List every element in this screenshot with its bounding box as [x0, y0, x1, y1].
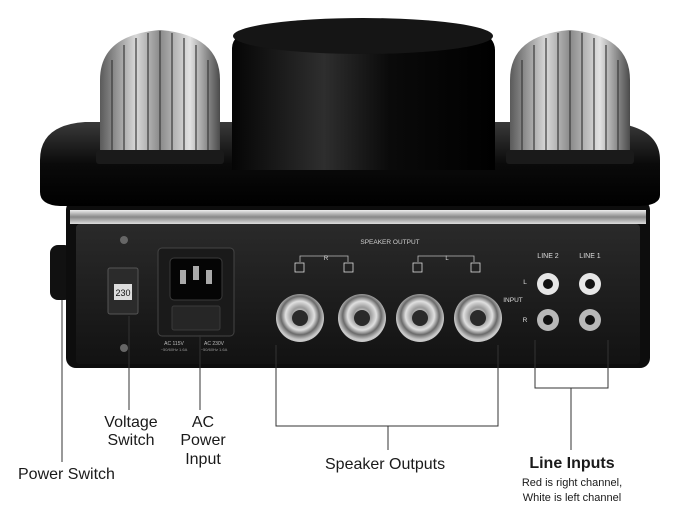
line1-label: LINE 1: [579, 253, 601, 260]
line-inputs-label: Line Inputs: [512, 455, 632, 473]
speaker-outputs-label: Speaker Outputs: [325, 456, 445, 474]
screw: [120, 236, 128, 244]
voltage-switch-label-line2: Switch: [96, 432, 166, 450]
voltage-switch: 230: [108, 268, 138, 314]
input-right-label: R: [523, 317, 528, 324]
right-tube: [506, 30, 634, 164]
voltage-switch-label-line1: Voltage: [96, 414, 166, 432]
ac-power-callout: AC Power Input: [168, 414, 238, 469]
left-tube: [96, 30, 224, 164]
ac-power-label-line1: AC Power: [168, 414, 238, 451]
speaker-outputs-callout: Speaker Outputs: [325, 456, 445, 474]
power-switch-callout: Power Switch: [18, 466, 115, 484]
ac-rating-115-spec: ~50/60Hz 1.6A: [161, 347, 188, 352]
voltage-switch-callout: Voltage Switch: [96, 414, 166, 451]
line-inputs-note-2: White is left channel: [512, 491, 632, 505]
speaker-output-label: SPEAKER OUTPUT: [360, 239, 419, 246]
line-inputs-note-1: Red is right channel,: [512, 476, 632, 490]
input-left-label: L: [523, 279, 527, 286]
ac-power-label-line2: Input: [168, 451, 238, 469]
ac-rating-230-spec: ~50/60Hz 1.6A: [201, 347, 228, 352]
screw: [120, 344, 128, 352]
line2-label: LINE 2: [537, 253, 559, 260]
speaker-right-label: R: [324, 256, 329, 262]
chassis: [66, 200, 650, 368]
ac-power-socket: [158, 248, 234, 336]
line-inputs-callout: Line Inputs Red is right channel, White …: [512, 455, 632, 505]
power-switch-label: Power Switch: [18, 466, 115, 484]
voltage-value: 230: [115, 288, 130, 298]
input-label: INPUT: [503, 297, 523, 304]
